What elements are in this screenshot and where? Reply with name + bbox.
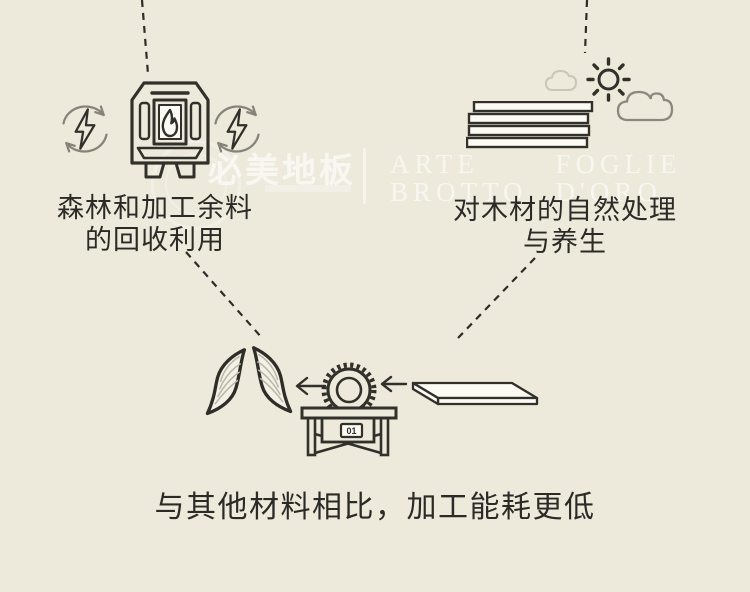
dashed-line-left-to-center [185, 251, 263, 339]
saw-table-top [300, 406, 398, 420]
wood-plank-icon [411, 381, 539, 406]
sun-icon [586, 57, 631, 102]
arrow-left-icon [295, 376, 327, 396]
power-switch-label: 01 [346, 426, 356, 436]
left-caption: 森林和加工余料 的回收利用 [35, 192, 275, 256]
wood-shaving-left-icon [205, 348, 247, 416]
recycle-energy-left-icon [62, 105, 108, 153]
dashed-line-right-to-center [457, 257, 536, 339]
dashed-line-top-left [140, 0, 150, 75]
table-saw-icon: 01 [300, 362, 398, 457]
lightning-bolt-icon [226, 108, 248, 150]
dashed-line-top-right [583, 0, 589, 54]
power-switch-icon [339, 422, 364, 439]
flame-icon [161, 108, 179, 138]
right-caption-line2: 与养生 [523, 227, 607, 257]
right-caption-line1: 对木材的自然处理 [453, 195, 677, 225]
biomass-furnace-icon [130, 81, 210, 179]
lightning-bolt-icon [74, 108, 96, 150]
saw-blade-teeth [321, 362, 377, 418]
wood-shaving-right-icon [251, 346, 293, 414]
right-caption: 对木材的自然处理 与养生 [432, 194, 698, 258]
arrow-left-icon [380, 375, 408, 393]
plank-stack-icon [466, 101, 594, 149]
large-cloud-icon [616, 90, 674, 122]
left-caption-line2: 的回收利用 [85, 225, 225, 255]
left-caption-line1: 森林和加工余料 [57, 193, 253, 223]
bottom-caption: 与其他材料相比，加工能耗更低 [154, 491, 596, 524]
small-cloud-icon [544, 69, 578, 91]
recycle-energy-right-icon [214, 105, 260, 153]
saw-blade-icon [326, 367, 372, 413]
